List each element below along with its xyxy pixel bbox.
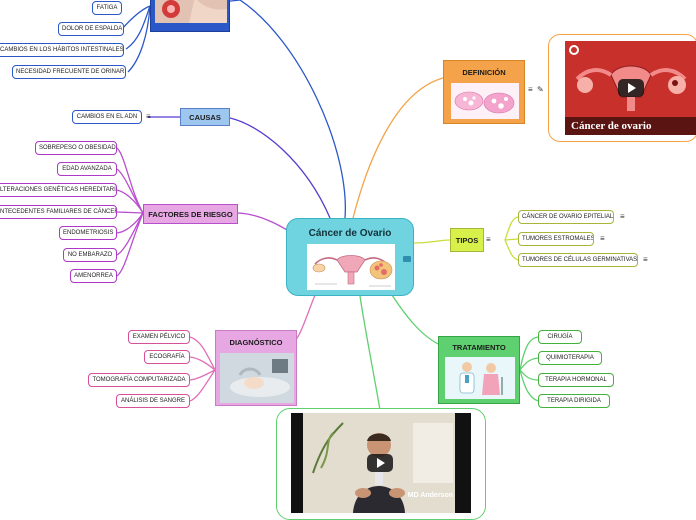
sintomas-image	[155, 0, 227, 23]
tratamiento-topic[interactable]: TRATAMIENTO	[438, 336, 520, 404]
youtube-logo-icon	[569, 45, 579, 55]
diagnostico-title: DIAGNÓSTICO	[229, 338, 283, 347]
ovary-illustration	[307, 244, 395, 290]
definicion-topic[interactable]: DEFINICIÓN	[443, 60, 525, 124]
tratamiento-quimioterapia[interactable]: QUIMIOTERAPIA	[538, 351, 602, 365]
play-icon[interactable]	[618, 79, 644, 97]
factor-amenorrea[interactable]: AMENORREA	[70, 269, 117, 283]
sintoma-orinar[interactable]: NECESIDAD FRECUENTE DE ORINAR	[12, 65, 126, 79]
causa-adn[interactable]: CAMBIOS EN EL ADN	[72, 110, 142, 124]
collapse-toggle[interactable]	[403, 256, 411, 262]
play-icon-2[interactable]	[367, 454, 393, 472]
tratamiento-hormonal[interactable]: TERAPIA HORMONAL	[538, 373, 614, 387]
diagnostico-ecografia[interactable]: ECOGRAFÍA	[144, 350, 190, 364]
tipo-germinativas[interactable]: TUMORES DE CÉLULAS GERMINATIVAS	[518, 253, 638, 267]
tratamiento-cirugia[interactable]: CIRUGÍA	[538, 330, 582, 344]
tipos-title: TIPOS	[455, 236, 479, 245]
definicion-menu-icon[interactable]: ≡	[528, 85, 533, 94]
tipo-estromales[interactable]: TUMORES ESTROMALES	[518, 232, 594, 246]
diagnostico-topic[interactable]: DIAGNÓSTICO	[215, 330, 297, 406]
causas-menu-icon[interactable]: ≡	[146, 112, 151, 121]
definicion-title: DEFINICIÓN	[462, 68, 506, 77]
definicion-video-title: Cáncer de ovario	[565, 117, 696, 135]
factor-antecedentes[interactable]: ANTECEDENTES FAMILIARES DE CÁNCER	[0, 205, 117, 219]
doctor-patient-image	[445, 357, 515, 399]
central-title: Cáncer de Ovario	[308, 228, 392, 239]
video2-watermark: MD Anderson	[407, 492, 453, 499]
tipo-epitelial-menu-icon[interactable]: ≡	[620, 212, 625, 221]
video-frame-2: MD Anderson	[276, 408, 486, 520]
diagnostico-tomografia[interactable]: TOMOGRAFÍA COMPUTARIZADA	[88, 373, 190, 387]
factor-geneticas[interactable]: ALTERACIONES GENÉTICAS HEREDITARIAS	[0, 183, 117, 197]
causas-topic[interactable]: CAUSAS	[180, 108, 230, 126]
factor-edad[interactable]: EDAD AVANZADA	[57, 162, 117, 176]
sintoma-dolor-espalda[interactable]: DOLOR DE ESPALDA	[58, 22, 124, 36]
ovary-cells-image	[451, 83, 519, 119]
tipo-estromales-menu-icon[interactable]: ≡	[600, 234, 605, 243]
central-topic[interactable]: Cáncer de Ovario	[286, 218, 414, 296]
tipos-menu-icon[interactable]: ≡	[486, 235, 491, 244]
tratamiento-title: TRATAMIENTO	[452, 343, 506, 352]
factores-topic[interactable]: FACTORES DE RIESGO	[143, 204, 238, 224]
definicion-note-icon[interactable]: ✎	[537, 85, 544, 94]
factores-title: FACTORES DE RIESGO	[148, 210, 233, 219]
embedded-video-2[interactable]: MD Anderson	[291, 413, 471, 513]
sintomas-topic[interactable]	[150, 0, 230, 32]
definicion-video[interactable]: Cáncer de ovario	[565, 41, 696, 135]
sintoma-intestinales[interactable]: CAMBIOS EN LOS HÁBITOS INTESTINALES	[0, 43, 124, 57]
diagnostico-examen[interactable]: EXAMEN PÉLVICO	[128, 330, 190, 344]
tratamiento-dirigida[interactable]: TERAPIA DIRIGIDA	[538, 394, 610, 408]
tipo-germinativas-menu-icon[interactable]: ≡	[643, 255, 648, 264]
factor-no-embarazo[interactable]: NO EMBARAZO	[63, 248, 117, 262]
sintoma-fatiga[interactable]: FATIGA	[92, 1, 122, 15]
factor-sobrepeso[interactable]: SOBREPESO O OBESIDAD	[35, 141, 117, 155]
causas-title: CAUSAS	[189, 113, 221, 122]
diagnostico-sangre[interactable]: ANÁLISIS DE SANGRE	[116, 394, 190, 408]
tipos-topic[interactable]: TIPOS	[450, 228, 484, 252]
ultrasound-image	[220, 353, 294, 403]
definicion-video-frame: Cáncer de ovario	[548, 34, 696, 142]
tipo-epitelial[interactable]: CÁNCER DE OVARIO EPITELIAL	[518, 210, 614, 224]
factor-endometriosis[interactable]: ENDOMETRIOSIS	[59, 226, 117, 240]
